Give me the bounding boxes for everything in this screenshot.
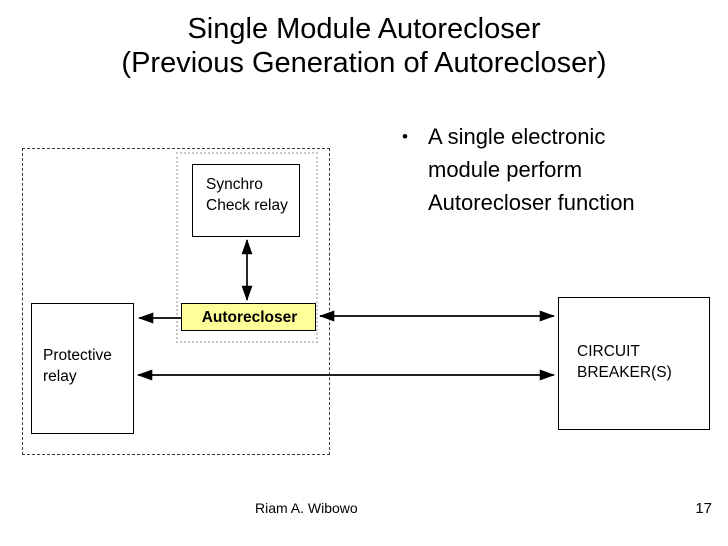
block-label-protective-relay: Protective relay — [43, 347, 112, 385]
footer-author: Riam A. Wibowo — [255, 500, 358, 516]
block-label-circuit-breakers: CIRCUIT BREAKER(S) — [577, 343, 672, 381]
bullet-list-item: • A single electronic module perform Aut… — [402, 120, 702, 219]
bullet-item-text: A single electronic module perform Autor… — [428, 124, 635, 215]
block-protective-relay[interactable]: Protective relay — [31, 303, 134, 434]
block-synchro-check-relay[interactable]: Synchro Check relay — [192, 164, 300, 237]
title-line-2: (Previous Generation of Autorecloser) — [121, 47, 607, 80]
bullet-marker-icon: • — [402, 127, 408, 146]
scheme-boundary-dashed — [22, 148, 330, 455]
title-line-1: Single Module Autorecloser — [187, 13, 541, 45]
block-autorecloser[interactable]: Autorecloser — [181, 303, 316, 331]
footer-page-number: 17 — [695, 500, 712, 517]
block-label-synchro-check-relay: Synchro Check relay — [206, 176, 288, 214]
single-module-group-dotted — [176, 152, 318, 343]
block-circuit-breakers[interactable]: CIRCUIT BREAKER(S) — [558, 297, 710, 430]
block-label-autorecloser: Autorecloser — [201, 309, 298, 326]
slide-title: Single Module Autorecloser (Previous Gen… — [0, 12, 728, 80]
